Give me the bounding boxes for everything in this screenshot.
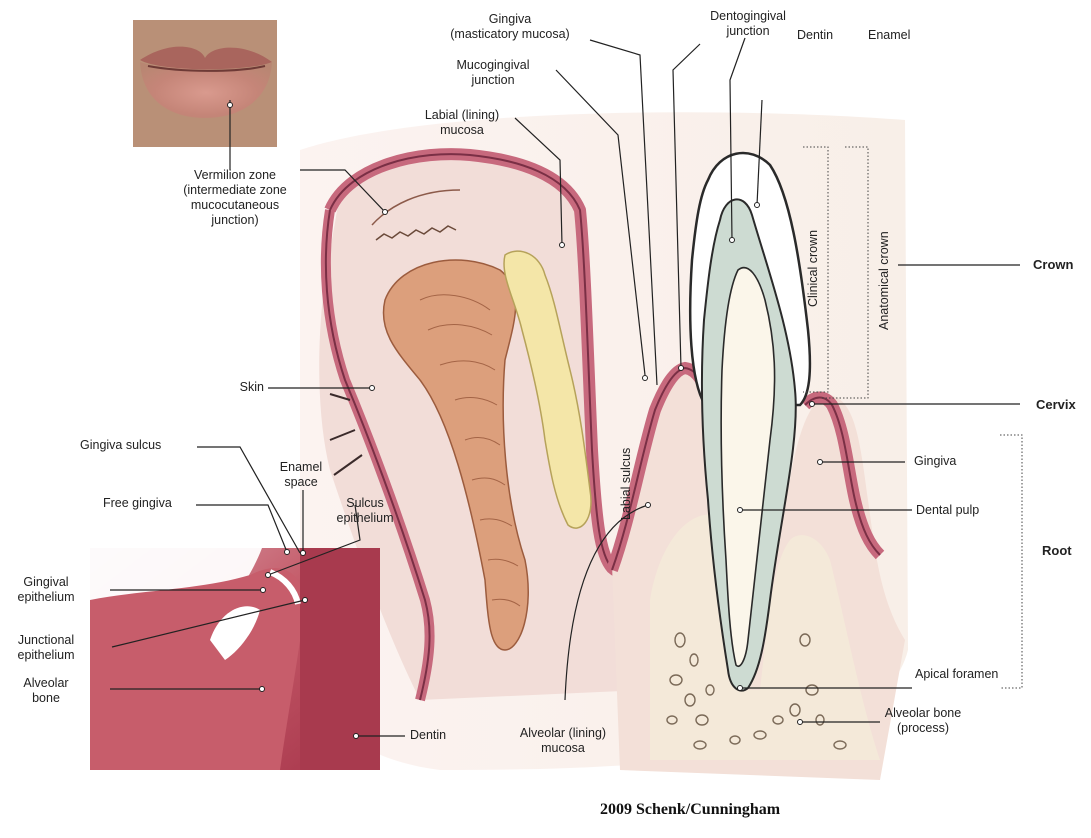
label-root: Root bbox=[1042, 543, 1072, 558]
label-vermilion-zone: Vermilion zone (intermediate zone mucocu… bbox=[150, 168, 320, 228]
label-labial-sulcus: Labial sulcus bbox=[619, 448, 633, 520]
label-junctional-epithelium: Junctional epithelium bbox=[0, 633, 92, 663]
root-bracket bbox=[1000, 435, 1022, 688]
label-gingiva-right: Gingiva bbox=[914, 454, 956, 469]
label-gingiva-masticatory-mucosa: Gingiva (masticatory mucosa) bbox=[430, 12, 590, 42]
histology-photo bbox=[90, 548, 380, 770]
label-dentogingival-junction: Dentogingival junction bbox=[693, 9, 803, 39]
label-clinical-crown: Clinical crown bbox=[806, 230, 820, 307]
label-crown: Crown bbox=[1033, 257, 1073, 272]
label-gingiva-sulcus: Gingiva sulcus bbox=[80, 438, 161, 453]
label-gingival-epithelium: Gingival epithelium bbox=[0, 575, 92, 605]
label-apical-foramen: Apical foramen bbox=[915, 667, 998, 682]
lip-photo bbox=[133, 20, 277, 147]
label-dentin-histology: Dentin bbox=[410, 728, 446, 743]
label-dental-pulp: Dental pulp bbox=[916, 503, 979, 518]
label-free-gingiva: Free gingiva bbox=[103, 496, 172, 511]
label-alveolar-lining-mucosa: Alveolar (lining) mucosa bbox=[498, 726, 628, 756]
label-cervix: Cervix bbox=[1036, 397, 1076, 412]
label-alveolar-bone: Alveolar bone bbox=[0, 676, 92, 706]
label-alveolar-bone-process: Alveolar bone (process) bbox=[868, 706, 978, 736]
label-sulcus-epithelium: Sulcus epithelium bbox=[325, 496, 405, 526]
label-mucogingival-junction: Mucogingival junction bbox=[430, 58, 556, 88]
label-anatomical-crown: Anatomical crown bbox=[877, 231, 891, 330]
label-labial-mucosa: Labial (lining) mucosa bbox=[402, 108, 522, 138]
credit-line: 2009 Schenk/Cunningham bbox=[600, 801, 780, 819]
label-dentin-tooth: Dentin bbox=[797, 28, 833, 43]
label-enamel-space: Enamel space bbox=[265, 460, 337, 490]
label-skin: Skin bbox=[200, 380, 264, 395]
label-enamel: Enamel bbox=[868, 28, 910, 43]
